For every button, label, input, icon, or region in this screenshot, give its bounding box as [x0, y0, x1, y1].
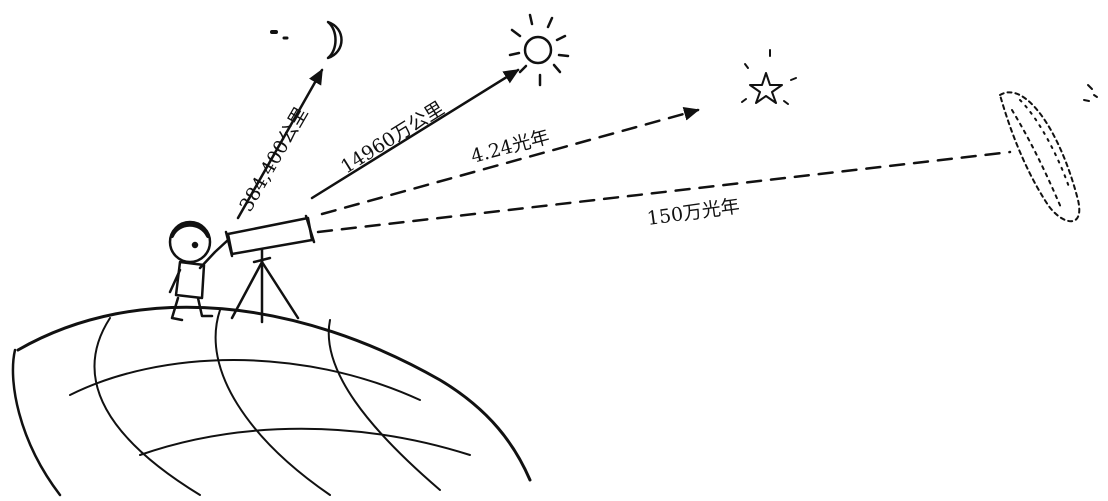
moon-distance-label: 384,400公里 — [235, 104, 312, 216]
child-figure — [170, 222, 228, 320]
sun-icon — [510, 15, 568, 85]
moon-icon — [272, 22, 342, 58]
sun-distance-label: 14960万公里 — [337, 97, 448, 178]
star-icon — [742, 50, 796, 104]
galaxy-distance-label: 150万光年 — [646, 195, 741, 230]
star-distance-arrow — [322, 110, 698, 214]
galaxy-icon — [1000, 85, 1097, 221]
telescope-icon — [226, 216, 314, 322]
earth-globe — [13, 307, 530, 495]
